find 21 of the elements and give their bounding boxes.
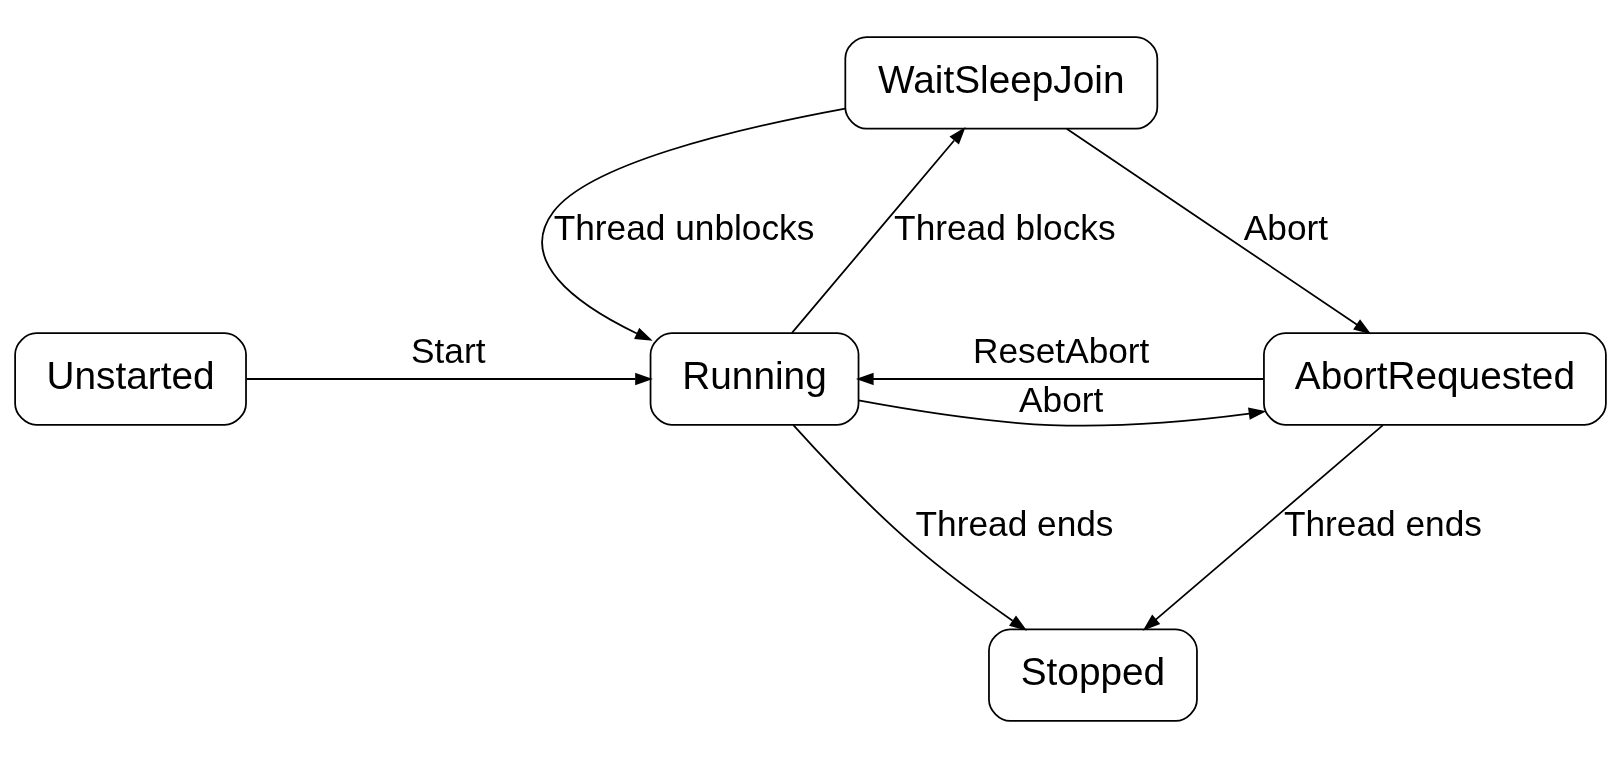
node-box: Running — [649, 332, 860, 426]
node-box: Stopped — [988, 628, 1198, 722]
node-box: AbortRequested — [1263, 332, 1607, 426]
arrow — [791, 127, 966, 334]
edge-label: ResetAbort — [973, 331, 1150, 371]
arrow — [1065, 127, 1372, 335]
edge-label: Thread blocks — [894, 207, 1116, 247]
edge-label: Thread ends — [915, 503, 1114, 543]
edge-label: Abort — [1019, 380, 1104, 420]
edge-label: Start — [411, 331, 486, 371]
arrow — [245, 372, 653, 386]
arrow — [855, 372, 1265, 386]
arrow — [792, 424, 1028, 631]
arrow — [1142, 424, 1384, 631]
edge-label: Thread ends — [1283, 503, 1482, 543]
edge-label: Thread unblocks — [553, 207, 815, 247]
edge-label: Abort — [1243, 207, 1329, 247]
arrow — [541, 107, 847, 341]
node-box: WaitSleepJoin — [844, 36, 1159, 130]
node-box: Unstarted — [14, 332, 247, 426]
arrow — [857, 399, 1267, 427]
